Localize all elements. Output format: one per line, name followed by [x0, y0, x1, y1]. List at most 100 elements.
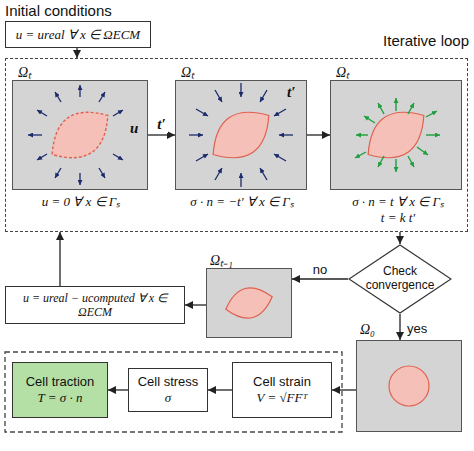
displacement-arrows	[28, 85, 123, 185]
initial-conditions-box: Initial conditions u = ureal ∀ x ∈ ΩECM	[5, 2, 153, 48]
cell-shape	[389, 366, 429, 406]
field-arrow	[55, 92, 61, 102]
field-arrow	[417, 147, 428, 155]
field-arrow	[274, 154, 286, 161]
field-arrow	[79, 85, 80, 97]
field-arrow	[260, 168, 267, 180]
frame	[206, 268, 292, 338]
field-arrow	[55, 168, 61, 178]
field-arrow	[240, 173, 241, 187]
text-slot: Iterative loop	[269, 32, 469, 49]
field-arrow	[408, 103, 414, 114]
panel-grounds	[12, 80, 462, 432]
field-arrow	[408, 156, 414, 167]
decision-diamond: Check convergence	[348, 244, 452, 314]
domain-label: Ω₀	[360, 322, 400, 338]
box-title: Cell strain	[253, 374, 311, 390]
text-slot: σ · n = t ∀ x ∈ Γₛ	[328, 194, 468, 210]
connector	[185, 304, 206, 305]
field-arrow	[215, 168, 222, 180]
update-box: u = ureal − ucomputed ∀ x ∈ ΩECM	[5, 286, 185, 324]
field-arrow	[395, 159, 396, 172]
diamond-shape	[349, 245, 451, 313]
text-slot: Ω₀	[360, 322, 400, 338]
traction-guess-panel: Ωₜt′σ · n = −t′ ∀ x ∈ Γₛ	[172, 62, 312, 214]
connector	[399, 232, 400, 244]
domain-label: Ωₜ	[18, 62, 58, 81]
displacement-panel: Ωₜ u u = 0 ∀ x ∈ Γₛ	[12, 62, 150, 214]
cell-shape	[40, 98, 120, 171]
panel-ground	[206, 268, 292, 338]
text-slot: t′	[287, 84, 303, 101]
field-arrow	[378, 156, 384, 167]
reference-domain-panel: Ω₀	[356, 322, 464, 432]
connector	[208, 389, 232, 390]
output-group-box	[5, 352, 342, 432]
field-arrow	[196, 154, 208, 161]
iterative-loop: Iterative loopΩₜ u u = 0 ∀ x ∈ Γₛ Ωₜ t′ σ · n…	[5, 32, 469, 234]
box-title: Cell traction	[26, 374, 95, 390]
previous-domain-panel: Ωₜ₋₁	[206, 250, 296, 338]
domain-label: Ωₜ	[336, 62, 376, 81]
formula: σ · n = −t′ ∀ x ∈ Γₛ	[172, 194, 312, 210]
field-arrow	[356, 134, 368, 135]
edge-label-slot: no	[311, 260, 329, 278]
traction-arrows	[355, 98, 440, 172]
panel-ground	[330, 80, 462, 190]
formula: u = ureal ∀ x ∈ ΩECM	[5, 21, 151, 48]
cell-shape	[222, 282, 276, 323]
box-title: u = ureal − ucomputed ∀ x ∈ ΩECM	[11, 291, 179, 320]
box-title: Cell stress	[138, 374, 199, 390]
connector	[332, 389, 356, 390]
connector	[148, 134, 175, 135]
process-box: Cell stressσ	[128, 368, 208, 412]
field-arrow	[274, 109, 286, 116]
formula: t = k t′	[328, 210, 468, 226]
domain-label: Ωₜ₋₁	[210, 250, 270, 269]
edge-label-slot: yes	[405, 319, 429, 337]
text-slot: σ · n = −t′ ∀ x ∈ Γₛ	[172, 194, 312, 210]
vector-label: u	[130, 120, 146, 137]
field-arrow	[260, 90, 267, 102]
edge-label-slot: t′	[155, 115, 167, 133]
frame	[330, 80, 462, 190]
field-arrow	[215, 90, 222, 102]
panel-ground	[12, 80, 148, 190]
result-box: Cell tractionT = σ · n	[12, 362, 108, 418]
field-arrow	[113, 110, 123, 116]
field-arrow	[28, 134, 42, 135]
text-slot: Ωₜ	[18, 62, 58, 81]
formula: σ	[165, 390, 171, 406]
text-slot: u = ureal ∀ x ∈ ΩECM	[5, 21, 151, 48]
cell-shape	[356, 98, 436, 171]
cell-shape	[201, 98, 281, 171]
traction-panel: Ωₜ σ · n = t ∀ x ∈ Γₛt = k t′	[328, 62, 468, 228]
text-slot: Ωₜ	[336, 62, 376, 81]
text-slot: u = 0 ∀ x ∈ Γₛ	[12, 194, 150, 210]
heading: Iterative loop	[269, 32, 469, 49]
field-arrow	[99, 168, 105, 178]
field-arrow	[240, 83, 241, 97]
field-arrow	[189, 134, 203, 135]
connector	[59, 232, 60, 286]
connector	[307, 134, 330, 135]
panel-ground	[175, 80, 307, 190]
frame	[356, 340, 462, 432]
field-arrow	[364, 116, 375, 123]
field-arrow	[113, 154, 123, 160]
text-slot: Ωₜ₋₁	[210, 250, 270, 269]
field-arrow	[79, 173, 80, 185]
traction-guess-arrows	[189, 83, 293, 187]
text-slot: Initial conditions	[5, 2, 153, 19]
field-arrow	[378, 103, 384, 114]
formula: T = σ · n	[38, 390, 83, 406]
edge-label: t′	[155, 116, 167, 133]
field-arrow	[196, 109, 208, 116]
box-title: Check convergence	[362, 265, 438, 293]
edge-label: no	[311, 262, 329, 278]
field-arrow	[426, 111, 437, 117]
field-arrow	[37, 110, 47, 116]
field-arrow	[355, 152, 366, 158]
connector	[108, 389, 128, 390]
